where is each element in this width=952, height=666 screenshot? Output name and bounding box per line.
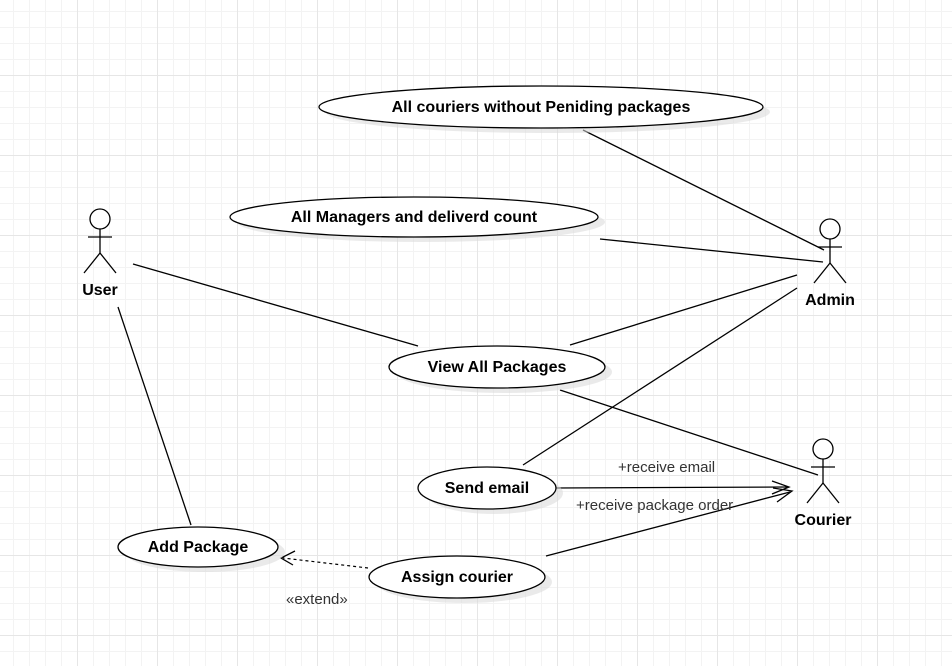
label-extend: «extend» <box>286 591 348 608</box>
use-case-all-managers[interactable]: All Managers and deliverd count <box>229 196 605 242</box>
use-case-assign-courier-label: Assign courier <box>401 569 513 586</box>
stick-figure-icon <box>806 438 840 504</box>
assoc-send-email-courier[interactable] <box>555 486 788 489</box>
use-case-all-couriers[interactable]: All couriers without Peniding packages <box>318 85 770 133</box>
label-receive-email: +receive email <box>618 459 715 476</box>
actor-courier[interactable]: Courier <box>795 438 852 529</box>
use-case-view-all-packages[interactable]: View All Packages <box>388 345 612 393</box>
stick-figure-icon <box>813 218 847 284</box>
use-case-all-couriers-label: All couriers without Peniding packages <box>392 99 691 116</box>
use-case-send-email-label: Send email <box>445 480 529 497</box>
use-case-all-managers-label: All Managers and deliverd count <box>291 209 538 226</box>
assoc-assign-courier-courier[interactable] <box>545 491 791 557</box>
assoc-user-view-packages[interactable] <box>132 263 419 347</box>
assoc-view-packages-courier[interactable] <box>559 389 819 476</box>
actor-user-label: User <box>82 282 118 299</box>
arrowhead-receive-package-order <box>772 487 794 503</box>
assoc-all-couriers-admin[interactable] <box>582 129 825 251</box>
extend-dependency <box>279 550 369 569</box>
use-case-assign-courier[interactable]: Assign courier <box>368 555 552 603</box>
use-case-add-package-label: Add Package <box>148 539 249 556</box>
actor-courier-label: Courier <box>795 512 852 529</box>
associations <box>117 129 825 526</box>
use-case-send-email[interactable]: Send email <box>417 466 563 514</box>
stick-figure-icon <box>83 208 117 274</box>
actor-user[interactable]: User <box>82 208 118 299</box>
use-case-add-package[interactable]: Add Package <box>117 526 285 572</box>
assoc-view-packages-admin[interactable] <box>569 274 798 346</box>
actor-admin[interactable]: Admin <box>805 218 855 309</box>
use-case-view-all-packages-label: View All Packages <box>428 359 567 376</box>
actor-admin-label: Admin <box>805 292 855 309</box>
assoc-user-add-package[interactable] <box>117 306 192 526</box>
extend-line[interactable] <box>282 557 369 569</box>
label-receive-package-order: +receive package order <box>576 497 733 514</box>
arrowhead-receive-email <box>771 480 791 495</box>
directed-associations <box>545 480 794 557</box>
assoc-all-managers-admin[interactable] <box>599 238 824 263</box>
assoc-send-email-admin[interactable] <box>522 287 798 466</box>
